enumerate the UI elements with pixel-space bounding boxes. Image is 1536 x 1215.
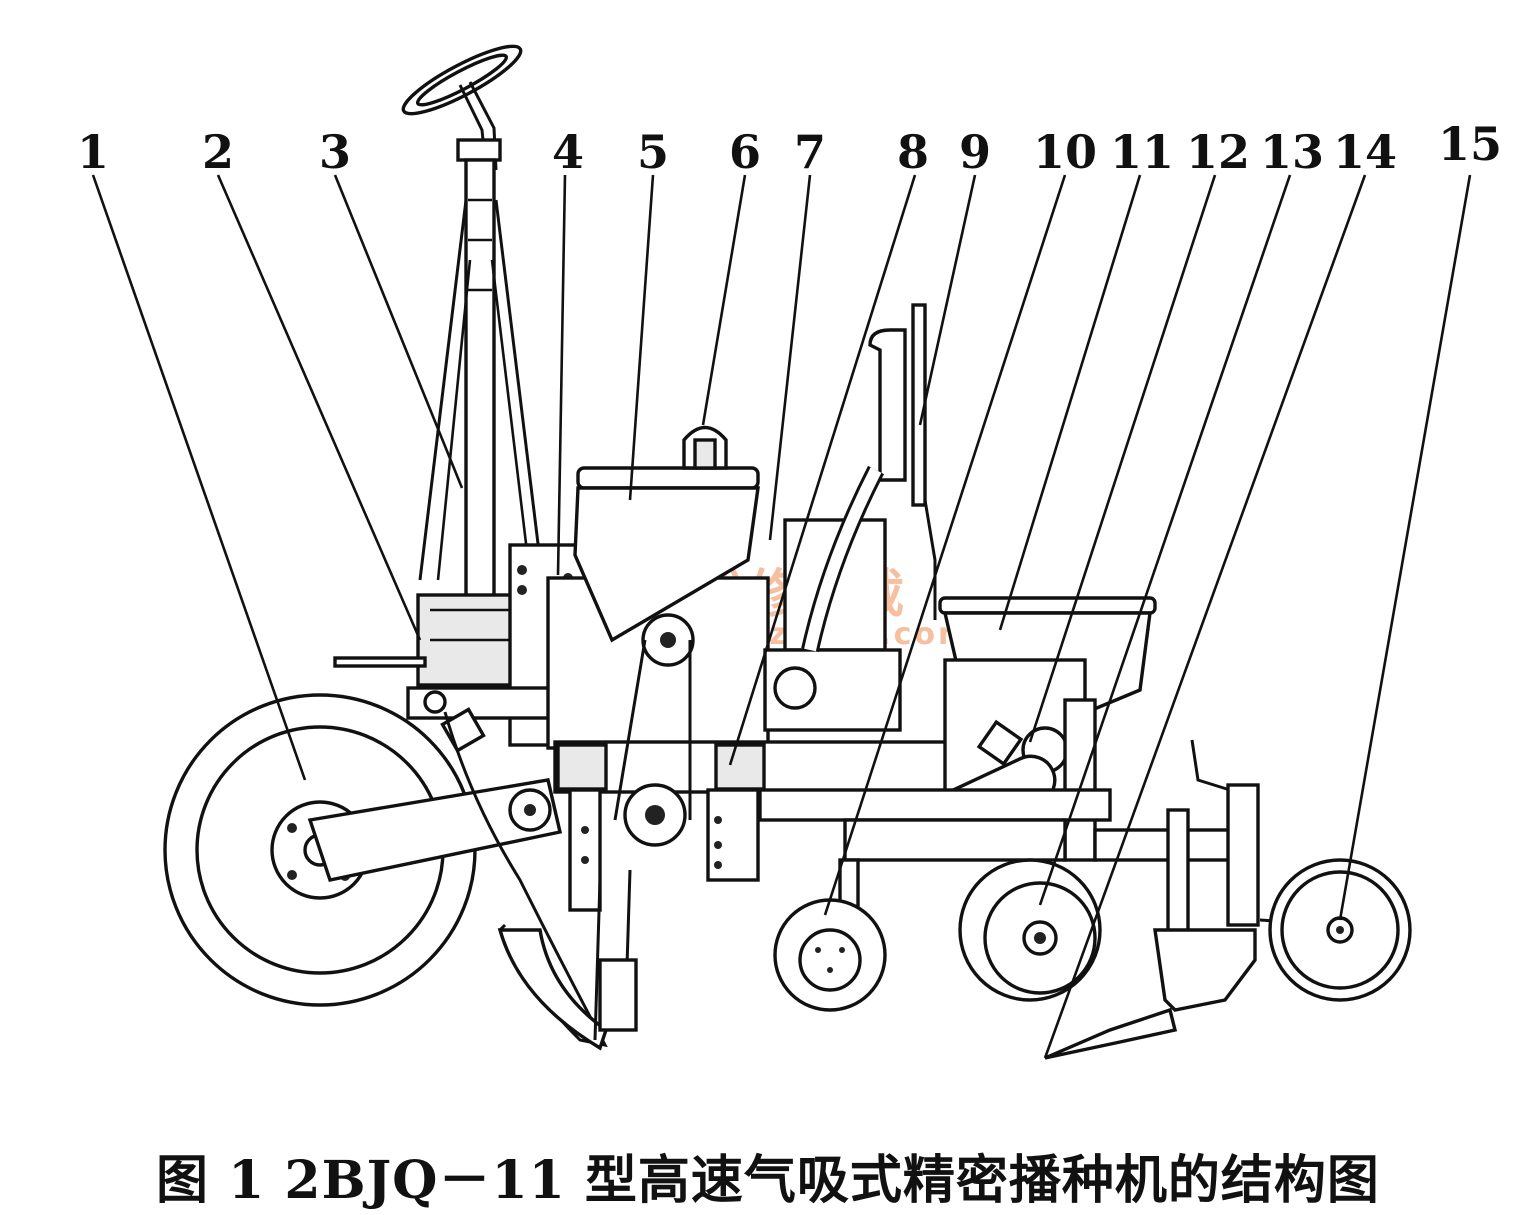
- front-press-wheel: [1268, 858, 1412, 1002]
- leader-line-8: [728, 174, 917, 766]
- part-number-8: 8: [897, 125, 929, 179]
- part-number-15: 15: [1438, 117, 1502, 171]
- leader-line-4: [556, 174, 567, 576]
- part-number-10: 10: [1033, 125, 1097, 179]
- steering-assembly: [401, 44, 542, 662]
- fertilizer-drive: [593, 613, 695, 1041]
- leader-line-12: [1028, 174, 1217, 743]
- leader-line-11: [998, 174, 1142, 631]
- fertilizer-hopper: [573, 425, 760, 643]
- suction-pipe: [801, 303, 937, 652]
- part-number-9: 9: [959, 125, 991, 179]
- part-numbers: 1 2 3 4 5 6 7 8 9 10 11 12 13 14 15: [77, 117, 1502, 179]
- part-number-7: 7: [794, 125, 826, 179]
- leader-line-10: [823, 174, 1067, 916]
- leader-line-15: [1338, 174, 1472, 921]
- part-number-6: 6: [729, 125, 761, 179]
- closing-disc: [958, 858, 1102, 1002]
- part-number-14: 14: [1333, 125, 1397, 179]
- figure-caption: 图 1 2BJQ－11 型高速气吸式精密播种机的结构图: [156, 1150, 1380, 1211]
- part-number-11: 11: [1110, 125, 1174, 179]
- leader-line-13: [1038, 174, 1292, 906]
- part-number-13: 13: [1260, 125, 1324, 179]
- leader-line-3: [333, 174, 464, 489]
- leader-line-7: [768, 174, 812, 541]
- leader-line-6: [701, 174, 747, 426]
- leader-lines: [91, 174, 1472, 1059]
- gauge-wheel: [773, 898, 887, 1012]
- part-number-12: 12: [1186, 125, 1250, 179]
- leader-line-9: [918, 174, 977, 426]
- part-number-2: 2: [202, 125, 234, 179]
- leader-line-1: [91, 174, 307, 781]
- furrow-shoe-front: [443, 711, 609, 1051]
- opener-assembly: [1044, 739, 1331, 1060]
- part-number-1: 1: [77, 125, 109, 179]
- leader-line-5: [628, 174, 655, 501]
- leader-line-14: [1043, 174, 1367, 1059]
- part-number-5: 5: [637, 125, 669, 179]
- part-number-3: 3: [319, 125, 351, 179]
- part-number-4: 4: [552, 125, 584, 179]
- rear-wheel: [163, 693, 563, 1007]
- leader-line-2: [216, 174, 422, 641]
